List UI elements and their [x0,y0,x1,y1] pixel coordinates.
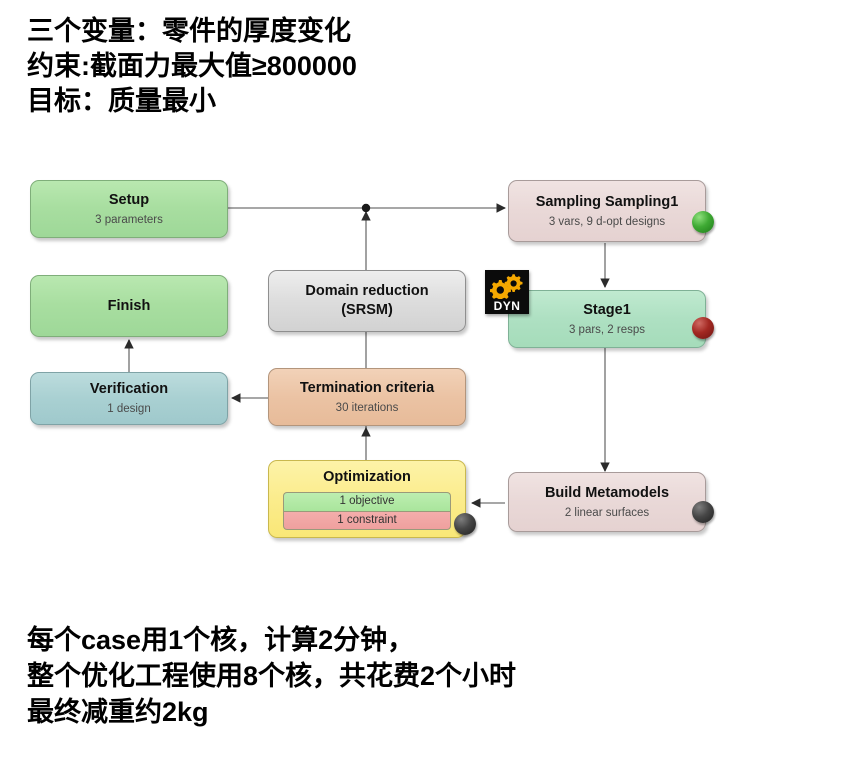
header-line-3: 目标：质量最小 [27,86,216,116]
status-indicator-red [692,317,714,339]
optimization-flowchart: Setup 3 parameters Sampling Sampling1 3 … [0,160,865,580]
node-finish[interactable]: Finish [30,275,228,337]
node-domain-reduction-title-line1: Domain reduction [305,283,429,299]
node-setup[interactable]: Setup 3 parameters [30,180,228,238]
footer-line-3: 最终减重约2kg [27,697,209,727]
band-objective[interactable]: 1 objective [282,492,452,511]
footer-line-2: 整个优化工程使用8个核，共花费2个小时 [27,661,517,691]
node-termination-criteria-subtitle: 30 iterations [335,401,399,414]
node-stage1-subtitle: 3 pars, 2 resps [568,323,646,336]
node-termination-criteria[interactable]: Termination criteria 30 iterations [268,368,466,426]
connector-junction-dot [361,203,371,213]
node-verification-subtitle: 1 design [107,403,151,415]
node-build-metamodels[interactable]: Build Metamodels 2 linear surfaces [508,472,714,532]
node-verification-title: Verification [89,381,169,397]
status-indicator-green [692,211,714,233]
node-sampling[interactable]: Sampling Sampling1 3 vars, 9 d-opt desig… [508,180,714,242]
node-finish-title: Finish [107,297,151,314]
footer-line-1: 每个case用1个核，计算2分钟， [27,625,415,655]
header-line-2: 约束:截面力最大值≥800000 [27,51,357,81]
node-optimization-title: Optimization [323,469,411,485]
node-setup-subtitle: 3 parameters [95,213,163,226]
node-termination-criteria-title: Termination criteria [299,379,435,396]
band-constraint[interactable]: 1 constraint [282,511,452,530]
node-domain-reduction-title-line2: (SRSM) [341,302,393,318]
node-sampling-subtitle: 3 vars, 9 d-opt designs [548,215,666,228]
header-line-1: 三个变量：零件的厚度变化 [27,16,351,46]
dyn-badge-label: DYN [493,299,521,313]
node-domain-reduction[interactable]: Domain reduction (SRSM) [268,270,466,332]
gears-icon [490,274,523,299]
node-setup-title: Setup [108,191,150,208]
node-sampling-title: Sampling Sampling1 [535,193,679,210]
status-indicator-dark-optimization [454,513,476,535]
footer-text-block: 每个case用1个核，计算2分钟， 整个优化工程使用8个核，共花费2个小时 最终… [27,622,516,730]
node-optimization-bands: 1 objective 1 constraint [282,492,452,530]
node-stage1[interactable]: Stage1 3 pars, 2 resps [508,290,714,348]
header-text-block: 三个变量：零件的厚度变化 约束:截面力最大值≥800000 目标：质量最小 [27,14,357,119]
node-stage1-title: Stage1 [583,301,631,318]
node-build-metamodels-title: Build Metamodels [544,484,670,501]
status-indicator-dark-metamodels [692,501,714,523]
node-verification[interactable]: Verification 1 design [30,372,228,425]
dyn-badge-icon: DYN [485,270,529,314]
node-build-metamodels-subtitle: 2 linear surfaces [564,506,650,519]
node-optimization[interactable]: Optimization 1 objective 1 constraint [268,460,476,538]
